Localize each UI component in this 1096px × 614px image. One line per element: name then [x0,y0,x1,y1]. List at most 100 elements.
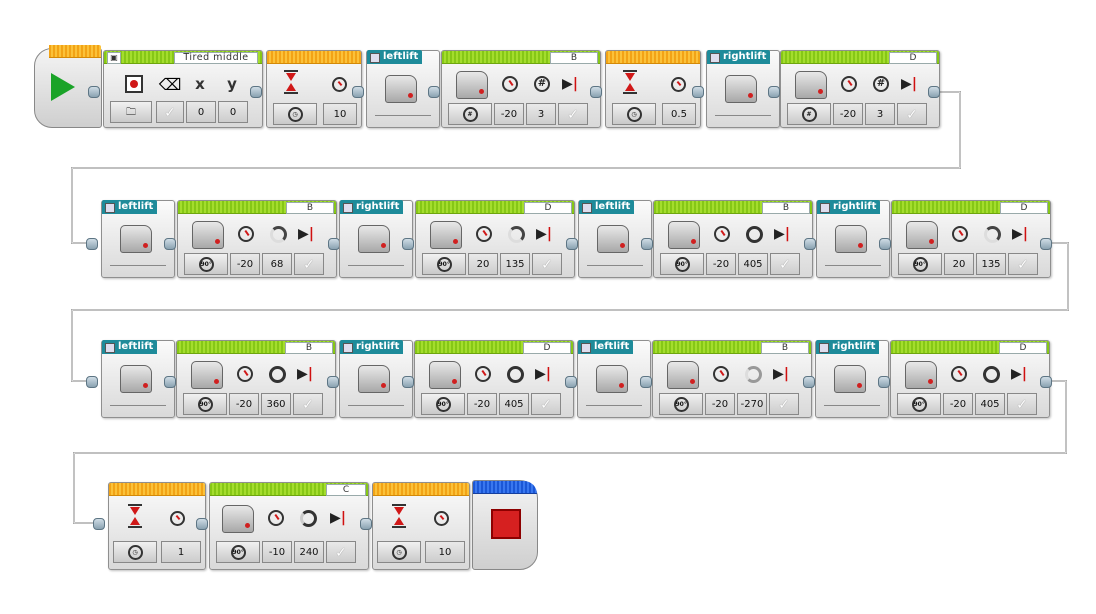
wait-seconds-value[interactable]: 0.5 [662,103,696,125]
brake-check[interactable]: ✓ [558,103,588,125]
degrees-value[interactable]: 135 [976,253,1006,275]
motor-block-d-rotations[interactable]: D # ▶| # -20 3 ✓ [780,50,940,128]
folder-icon[interactable]: 🗀 [110,101,152,123]
brake-check[interactable]: ✓ [1008,253,1038,275]
motor-block-c-degrees[interactable]: C ▶| 90° -10 240 ✓ [209,482,369,570]
port-label[interactable]: B [286,202,334,214]
port-label[interactable]: D [999,342,1047,354]
wait-seconds-value[interactable]: 10 [425,541,465,563]
sensor-tag-rightlift[interactable]: rightlift [706,50,780,128]
degrees-value[interactable]: 405 [738,253,768,275]
motor-block-d-degrees[interactable]: D ▶| 90° 20 135 ✓ [891,200,1051,278]
speed-value[interactable]: -20 [494,103,524,125]
brake-check[interactable]: ✓ [293,393,323,415]
sequence-plug [1040,376,1052,388]
speed-value[interactable]: -20 [943,393,973,415]
brake-check[interactable]: ✓ [769,393,799,415]
port-label[interactable]: C [326,484,366,496]
wait-mode-selector[interactable]: ◷ [113,541,157,563]
sensor-tag-leftlift[interactable]: leftlift [578,200,652,278]
motor-block-b-degrees[interactable]: B ▶| 90° -20 405 ✓ [653,200,813,278]
wait-block-3[interactable]: ◷ 1 [108,482,206,570]
sensor-tag-rightlift[interactable]: rightlift [815,340,889,418]
motor-block-d-degrees[interactable]: D ▶| 90° -20 405 ✓ [890,340,1050,418]
motor-icon [120,365,152,393]
brake-check[interactable]: ✓ [531,393,561,415]
speed-icon [708,221,736,247]
speed-icon [231,361,259,387]
degrees-value[interactable]: 240 [294,541,324,563]
motor-mode-selector[interactable]: # [448,103,492,125]
sensor-tag-leftlift[interactable]: leftlift [366,50,440,128]
sensor-tag-leftlift[interactable]: leftlift [577,340,651,418]
motor-block-d-degrees[interactable]: D ▶| 90° -20 405 ✓ [414,340,574,418]
motor-block-b-degrees[interactable]: B ▶| 90° -20 360 ✓ [176,340,336,418]
brake-check[interactable]: ✓ [1007,393,1037,415]
sensor-tag-rightlift[interactable]: rightlift [339,200,413,278]
motor-mode-selector[interactable]: # [787,103,831,125]
speed-value[interactable]: -20 [705,393,735,415]
motor-mode-selector[interactable]: 90° [898,253,942,275]
motor-mode-selector[interactable]: 90° [897,393,941,415]
brake-check[interactable]: ✓ [326,541,356,563]
rotations-value[interactable]: 3 [865,103,895,125]
display-file-label[interactable]: Tired middle [174,52,258,64]
motor-block-b-degrees[interactable]: B ▶| 90° -20 68 ✓ [177,200,337,278]
port-label[interactable]: D [523,342,571,354]
brake-check[interactable]: ✓ [532,253,562,275]
port-label[interactable]: D [1000,202,1048,214]
tag-label: leftlift [383,51,419,62]
sensor-tag-leftlift[interactable]: leftlift [101,340,175,418]
motor-block-b-degrees[interactable]: B ▶| 90° -20 -270 ✓ [652,340,812,418]
speed-value[interactable]: 20 [944,253,974,275]
motor-mode-selector[interactable]: 90° [659,393,703,415]
speed-value[interactable]: 20 [468,253,498,275]
play-icon[interactable] [51,73,75,101]
speed-value[interactable]: -20 [229,393,259,415]
speed-value[interactable]: -20 [467,393,497,415]
rotations-value[interactable]: 3 [526,103,556,125]
display-x-value[interactable]: 0 [186,101,216,123]
port-label[interactable]: B [550,52,598,64]
sensor-tag-rightlift[interactable]: rightlift [339,340,413,418]
degrees-value[interactable]: 135 [500,253,530,275]
stop-program-block[interactable] [472,480,538,570]
wait-block-4[interactable]: ◷ 10 [372,482,470,570]
wait-mode-selector[interactable]: ◷ [273,103,317,125]
motor-block-d-degrees[interactable]: D ▶| 90° 20 135 ✓ [415,200,575,278]
wait-block-2[interactable]: ◷ 0.5 [605,50,701,128]
speed-value[interactable]: -20 [833,103,863,125]
degrees-value[interactable]: 360 [261,393,291,415]
motor-block-b-rotations[interactable]: B # ▶| # -20 3 ✓ [441,50,601,128]
motor-mode-selector[interactable]: 90° [184,253,228,275]
brake-check[interactable]: ✓ [770,253,800,275]
speed-value[interactable]: -20 [230,253,260,275]
port-label[interactable]: D [524,202,572,214]
wait-seconds-value[interactable]: 1 [161,541,201,563]
degrees-value[interactable]: 68 [262,253,292,275]
wait-mode-selector[interactable]: ◷ [377,541,421,563]
degrees-value[interactable]: 405 [975,393,1005,415]
speed-value[interactable]: -20 [706,253,736,275]
motor-mode-selector[interactable]: 90° [660,253,704,275]
motor-mode-selector[interactable]: 90° [421,393,465,415]
speed-value[interactable]: -10 [262,541,292,563]
wait-mode-selector[interactable]: ◷ [612,103,656,125]
motor-mode-selector[interactable]: 90° [183,393,227,415]
wait-block-1[interactable]: ◷ 10 [266,50,362,128]
port-label[interactable]: B [762,202,810,214]
degrees-value[interactable]: 405 [499,393,529,415]
brake-check[interactable]: ✓ [294,253,324,275]
port-label[interactable]: B [761,342,809,354]
brake-check[interactable]: ✓ [897,103,927,125]
motor-mode-selector[interactable]: 90° [422,253,466,275]
port-label[interactable]: B [285,342,333,354]
clear-check[interactable]: ✓ [156,101,184,123]
display-y-value[interactable]: 0 [218,101,248,123]
port-label[interactable]: D [889,52,937,64]
sensor-tag-rightlift[interactable]: rightlift [816,200,890,278]
display-block[interactable]: ▣ Tired middle ⌫ x y 🗀 ✓ 0 0 [103,50,263,128]
degrees-value[interactable]: -270 [737,393,767,415]
motor-mode-selector[interactable]: 90° [216,541,260,563]
wait-seconds-value[interactable]: 10 [323,103,357,125]
